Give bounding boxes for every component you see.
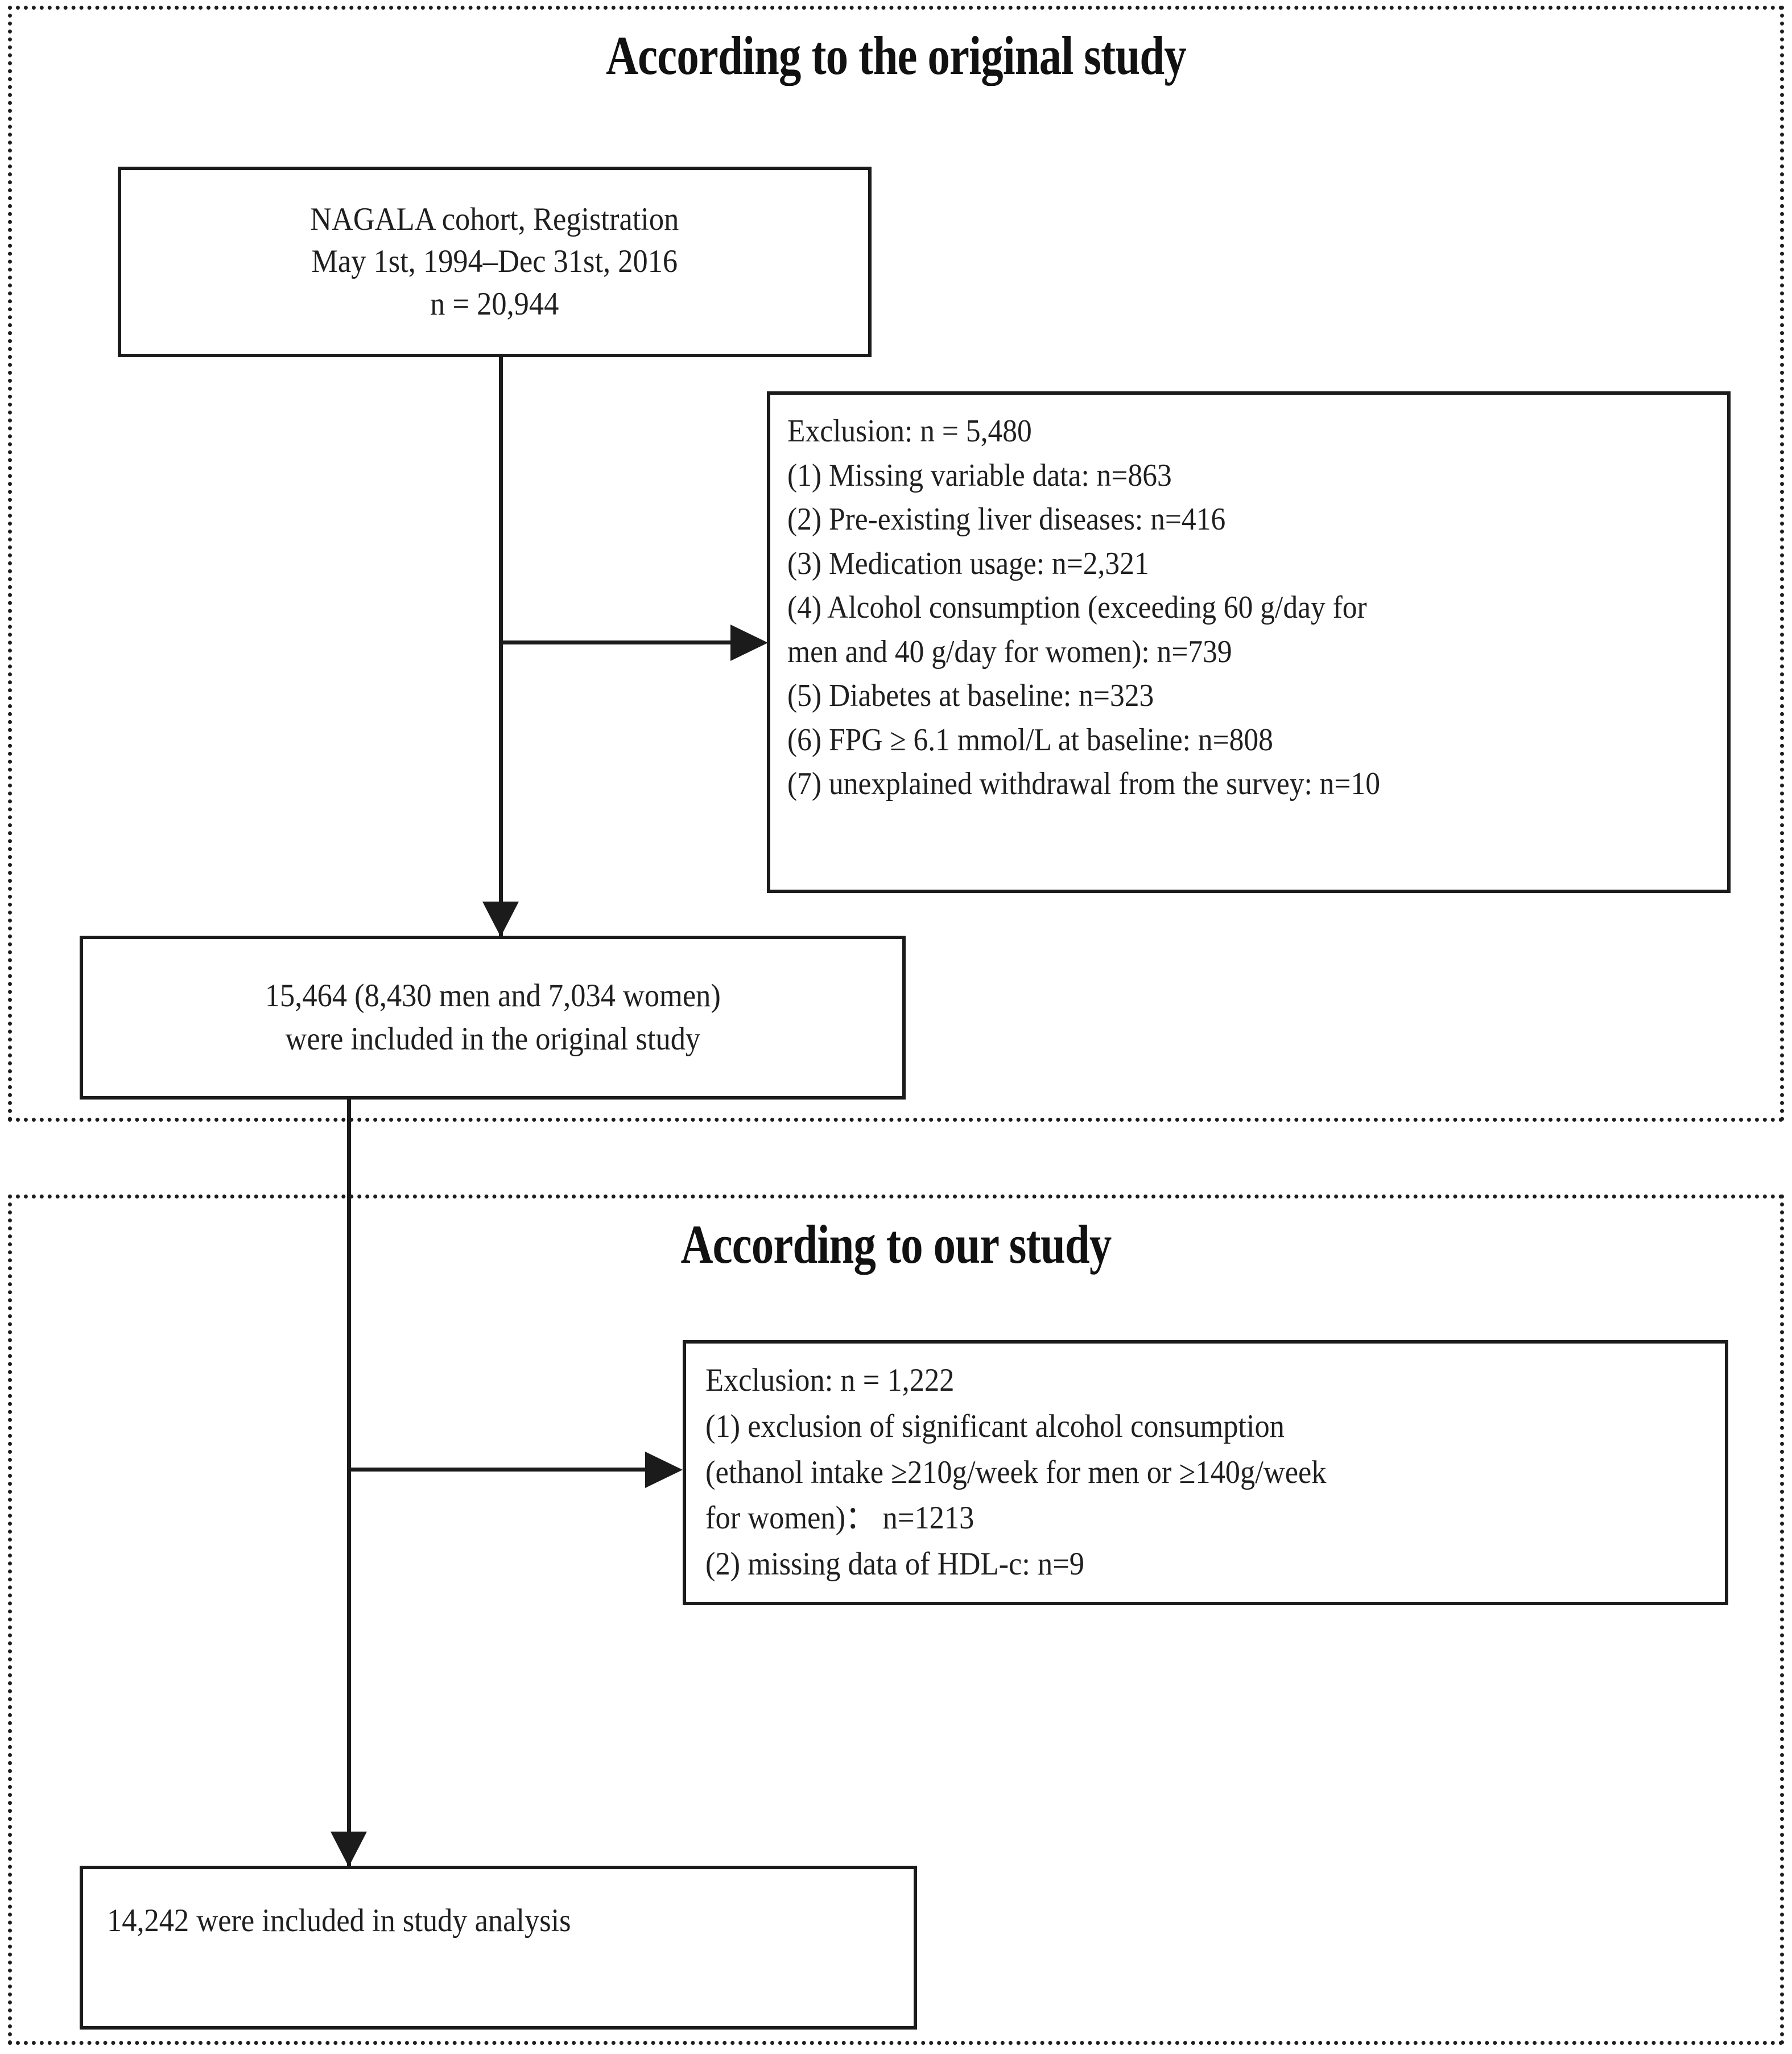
- final-line-1: 14,242 were included in study analysis: [107, 1903, 571, 1939]
- connector-included-to-exclusion-2: [347, 1468, 647, 1472]
- connector-cohort-to-exclusion-1: [499, 640, 733, 644]
- node-nagala-cohort-line-1: NAGALA cohort, Registration: [310, 201, 679, 238]
- node-nagala-cohort-text: NAGALA cohort, Registration May 1st, 199…: [301, 199, 688, 325]
- exclusion-2-line-3: for women)： n=1213: [705, 1500, 975, 1536]
- node-nagala-cohort-line-3: n = 20,944: [430, 286, 559, 322]
- exclusion-1-line-8: (7) unexplained withdrawal from the surv…: [787, 766, 1381, 802]
- exclusion-2-line-1: (1) exclusion of significant alcohol con…: [705, 1408, 1285, 1444]
- exclusion-1-line-2: (2) Pre-existing liver diseases: n=416: [787, 502, 1226, 538]
- node-exclusion-our-study: Exclusion: n = 1,222 (1) exclusion of si…: [683, 1340, 1728, 1605]
- connector-included-to-final: [347, 1100, 351, 1867]
- included-original-line-2: were included in the original study: [285, 1021, 700, 1057]
- node-nagala-cohort: NAGALA cohort, Registration May 1st, 199…: [118, 167, 872, 357]
- exclusion-2-line-2: (ethanol intake ≥210g/week for men or ≥1…: [705, 1454, 1327, 1490]
- exclusion-1-line-5: men and 40 g/day for women): n=739: [787, 634, 1232, 669]
- exclusion-2-line-0: Exclusion: n = 1,222: [705, 1362, 955, 1398]
- exclusion-2-line-4: (2) missing data of HDL-c: n=9: [705, 1546, 1085, 1582]
- node-included-original-study-text: 15,464 (8,430 men and 7,034 women) were …: [258, 974, 728, 1061]
- node-exclusion-our-study-text: Exclusion: n = 1,222 (1) exclusion of si…: [705, 1358, 1644, 1588]
- arrowhead-right-icon: [730, 625, 768, 661]
- node-final-study-analysis-text: 14,242 were included in study analysis: [107, 1900, 849, 1942]
- exclusion-1-line-0: Exclusion: n = 5,480: [787, 414, 1032, 449]
- arrowhead-down-icon: [331, 1832, 367, 1867]
- node-final-study-analysis: 14,242 were included in study analysis: [80, 1866, 917, 2030]
- included-original-line-1: 15,464 (8,430 men and 7,034 women): [265, 977, 721, 1014]
- arrowhead-right-icon: [645, 1452, 683, 1488]
- node-exclusion-original: Exclusion: n = 5,480 (1) Missing variabl…: [767, 391, 1731, 893]
- panel-our-study: [8, 1195, 1784, 2045]
- exclusion-1-line-7: (6) FPG ≥ 6.1 mmol/L at baseline: n=808: [787, 722, 1273, 758]
- node-included-original-study: 15,464 (8,430 men and 7,034 women) were …: [80, 936, 906, 1100]
- exclusion-1-line-6: (5) Diabetes at baseline: n=323: [787, 678, 1154, 714]
- arrowhead-down-icon: [482, 902, 519, 937]
- exclusion-1-line-1: (1) Missing variable data: n=863: [787, 457, 1172, 493]
- exclusion-1-line-3: (3) Medication usage: n=2,321: [787, 545, 1149, 581]
- node-nagala-cohort-line-2: May 1st, 1994–Dec 31st, 2016: [311, 243, 678, 280]
- node-exclusion-original-text: Exclusion: n = 5,480 (1) Missing variabl…: [787, 410, 1652, 807]
- panel-original-study-title: According to the original study: [606, 25, 1187, 86]
- exclusion-1-line-4: (4) Alcohol consumption (exceeding 60 g/…: [787, 590, 1367, 626]
- connector-cohort-to-included: [499, 357, 503, 937]
- panel-our-study-title: According to our study: [680, 1214, 1112, 1275]
- panel-original-study: [8, 6, 1784, 1122]
